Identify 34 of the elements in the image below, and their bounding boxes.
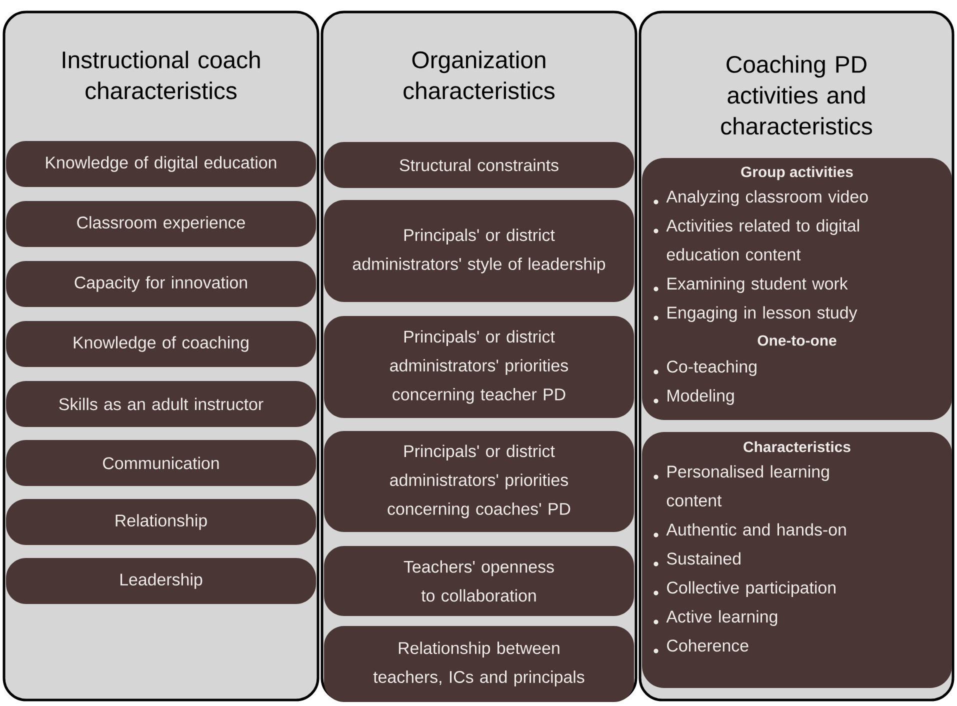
pill-box: Principals' or district administrators' priorities concerning coaches' PD (324, 431, 634, 532)
pill-box: Knowledge of coaching (6, 321, 316, 367)
pill-box: Principals' or district administrators' style of leadership (324, 200, 634, 302)
pill-box: Skills as an adult instructor (6, 381, 316, 427)
bullet-item: Collective participation (654, 581, 836, 597)
bullet-item: Examining student work (654, 277, 848, 293)
column-heading: Instructional coach characteristics (62, 50, 260, 100)
column-heading: Organization characteristics (404, 50, 555, 100)
column-heading: Coaching PD activities and characteristics (721, 55, 872, 135)
pill-box: Capacity for innovation (6, 261, 316, 307)
bullet-item: Coherence (654, 639, 748, 654)
bullet-item: Active learning (654, 610, 778, 626)
group-heading: One-to-one (758, 335, 836, 346)
pill-box: Knowledge of digital education (6, 141, 316, 187)
group-heading: Characteristics (744, 441, 850, 452)
bullet-item: Co-teaching (654, 360, 756, 376)
pill-box: Structural constraints (324, 142, 634, 188)
bullet-item: Personalised learning content (654, 465, 829, 507)
pill-box: Communication (6, 440, 316, 486)
bullet-item: Engaging in lesson study (654, 306, 858, 322)
content-box (642, 432, 952, 688)
pill-box: Principals' or district administrators' priorities concerning teacher PD (324, 316, 634, 418)
pill-box: Classroom experience (6, 201, 316, 247)
bullet-item: Analyzing classroom video (654, 190, 868, 206)
bullet-item: Authentic and hands-on (654, 523, 846, 538)
pill-box: Leadership (6, 558, 316, 604)
content-box (642, 158, 952, 420)
bullet-item: Sustained (654, 552, 740, 566)
bullet-item: Modeling (654, 389, 734, 405)
pill-box: Teachers' openness to collaboration (324, 546, 634, 616)
pill-box: Relationship (6, 499, 316, 545)
bullet-item: Activities related to digital education content (654, 219, 859, 261)
pill-box: Relationship between teachers, ICs and principals (324, 626, 634, 702)
group-heading: Group activities (741, 166, 853, 180)
